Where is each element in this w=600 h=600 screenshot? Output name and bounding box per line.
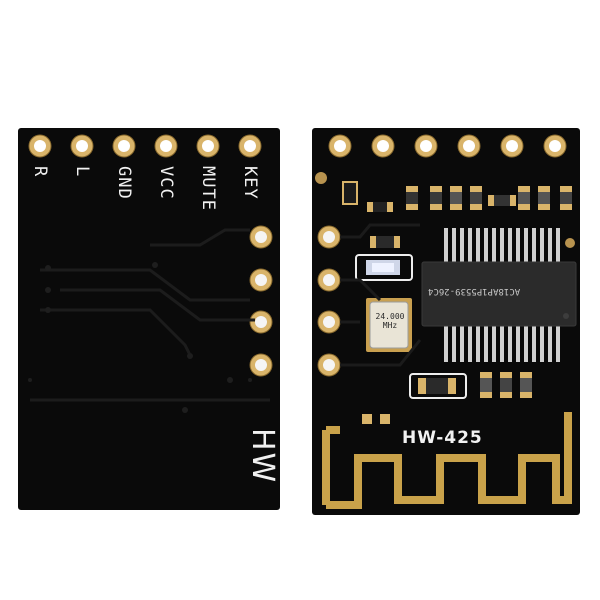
- brand-mark: HW: [245, 428, 280, 485]
- left-top-pads: [28, 134, 262, 158]
- crystal-frequency: 24.000 MHz: [372, 312, 408, 330]
- main-chip: [421, 228, 577, 362]
- pin-label-gnd: GND: [114, 166, 134, 200]
- right-top-pads: [328, 134, 567, 158]
- pin-label-r: R: [30, 166, 50, 178]
- smd-components: [342, 181, 575, 248]
- left-traces: [30, 228, 270, 402]
- bottom-components: [362, 372, 532, 424]
- right-side-pads: [315, 172, 341, 377]
- right-traces: [340, 223, 422, 367]
- crystal: [366, 298, 412, 352]
- pin-label-key: KEY: [240, 166, 260, 200]
- model-label: HW-425: [402, 428, 483, 448]
- crystal-line-1: 24.000: [375, 312, 405, 321]
- left-vias: [28, 262, 252, 413]
- pcb-antenna: [322, 412, 572, 509]
- pin-label-l: L: [72, 166, 92, 178]
- chip-marking: AC18AP1P5539-26C4: [428, 286, 521, 296]
- pin-label-mute: MUTE: [198, 166, 218, 211]
- crystal-line-2: MHz: [382, 321, 398, 330]
- pin-label-vcc: VCC: [156, 166, 176, 200]
- led: [355, 254, 413, 281]
- left-side-pads: [249, 225, 273, 377]
